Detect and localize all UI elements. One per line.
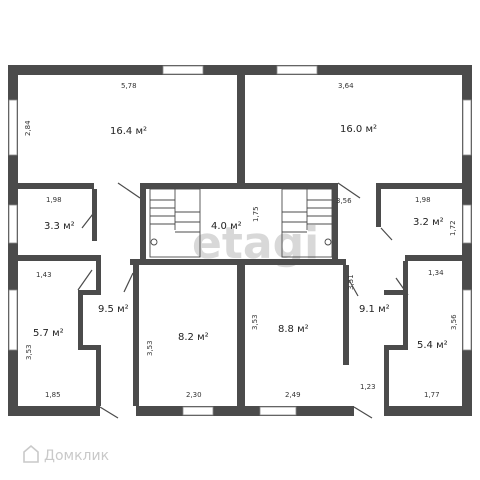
room-area-top-left: 16.4 м² [110, 126, 147, 137]
dim-top-left-height: 2,84 [24, 120, 32, 136]
dim-top-left-width: 5,78 [121, 82, 137, 90]
stairs [149, 188, 333, 258]
dim-small-right-height: 1,72 [449, 220, 457, 236]
house-icon [23, 444, 39, 463]
room-area-small-right: 3.2 м² [413, 217, 444, 228]
room-area-left-hall: 9.5 м² [98, 304, 129, 315]
room-area-center-right: 8.8 м² [278, 324, 309, 335]
dimension-labels: 5,78 2,84 3,64 1,98 1,98 1,72 1,75 3,56 … [24, 82, 458, 399]
logo-text: Домклик [44, 448, 109, 464]
dim-center-right-height: 3,53 [251, 314, 259, 330]
room-area-center-stair: 4.0 м² [211, 221, 242, 232]
room-area-right-bottom: 5.4 м² [417, 340, 448, 351]
dim-small-left-width: 1,98 [46, 196, 62, 204]
dim-center-right-width: 2,49 [285, 391, 301, 399]
dim-small-right-width: 1,98 [415, 196, 431, 204]
doors [77, 182, 409, 419]
dim-right-bottom-width-top: 1,34 [428, 269, 444, 277]
domclick-logo: Домклик [23, 444, 109, 464]
room-area-top-right: 16.0 м² [340, 124, 377, 135]
dim-right-hall-height: 3,51 [347, 274, 355, 290]
room-area-small-left: 3.3 м² [44, 221, 75, 232]
dim-left-bottom-width-bottom: 1,85 [45, 391, 61, 399]
dim-right-bottom-height: 3,56 [450, 314, 458, 330]
dim-stair-width: 3,56 [336, 197, 352, 205]
dim-center-left-height: 3,53 [146, 340, 154, 356]
room-area-right-hall: 9.1 м² [359, 304, 390, 315]
interior-walls [18, 75, 462, 406]
dim-center-left-width: 2,30 [186, 391, 202, 399]
dim-left-bottom-height: 3,53 [25, 344, 33, 360]
dim-right-entry-width: 1,23 [360, 383, 376, 391]
dim-left-bottom-width-top: 1,43 [36, 271, 52, 279]
room-area-center-left: 8.2 м² [178, 332, 209, 343]
windows [8, 65, 472, 416]
room-area-left-bottom: 5.7 м² [33, 328, 64, 339]
room-areas: 16.4 м² 16.0 м² 3.3 м² 4.0 м² 3.2 м² 9.5… [33, 124, 448, 351]
dim-top-right-width: 3,64 [338, 82, 354, 90]
dim-right-bottom-width-bottom: 1,77 [424, 391, 440, 399]
dim-stair-height: 1,75 [252, 206, 260, 222]
